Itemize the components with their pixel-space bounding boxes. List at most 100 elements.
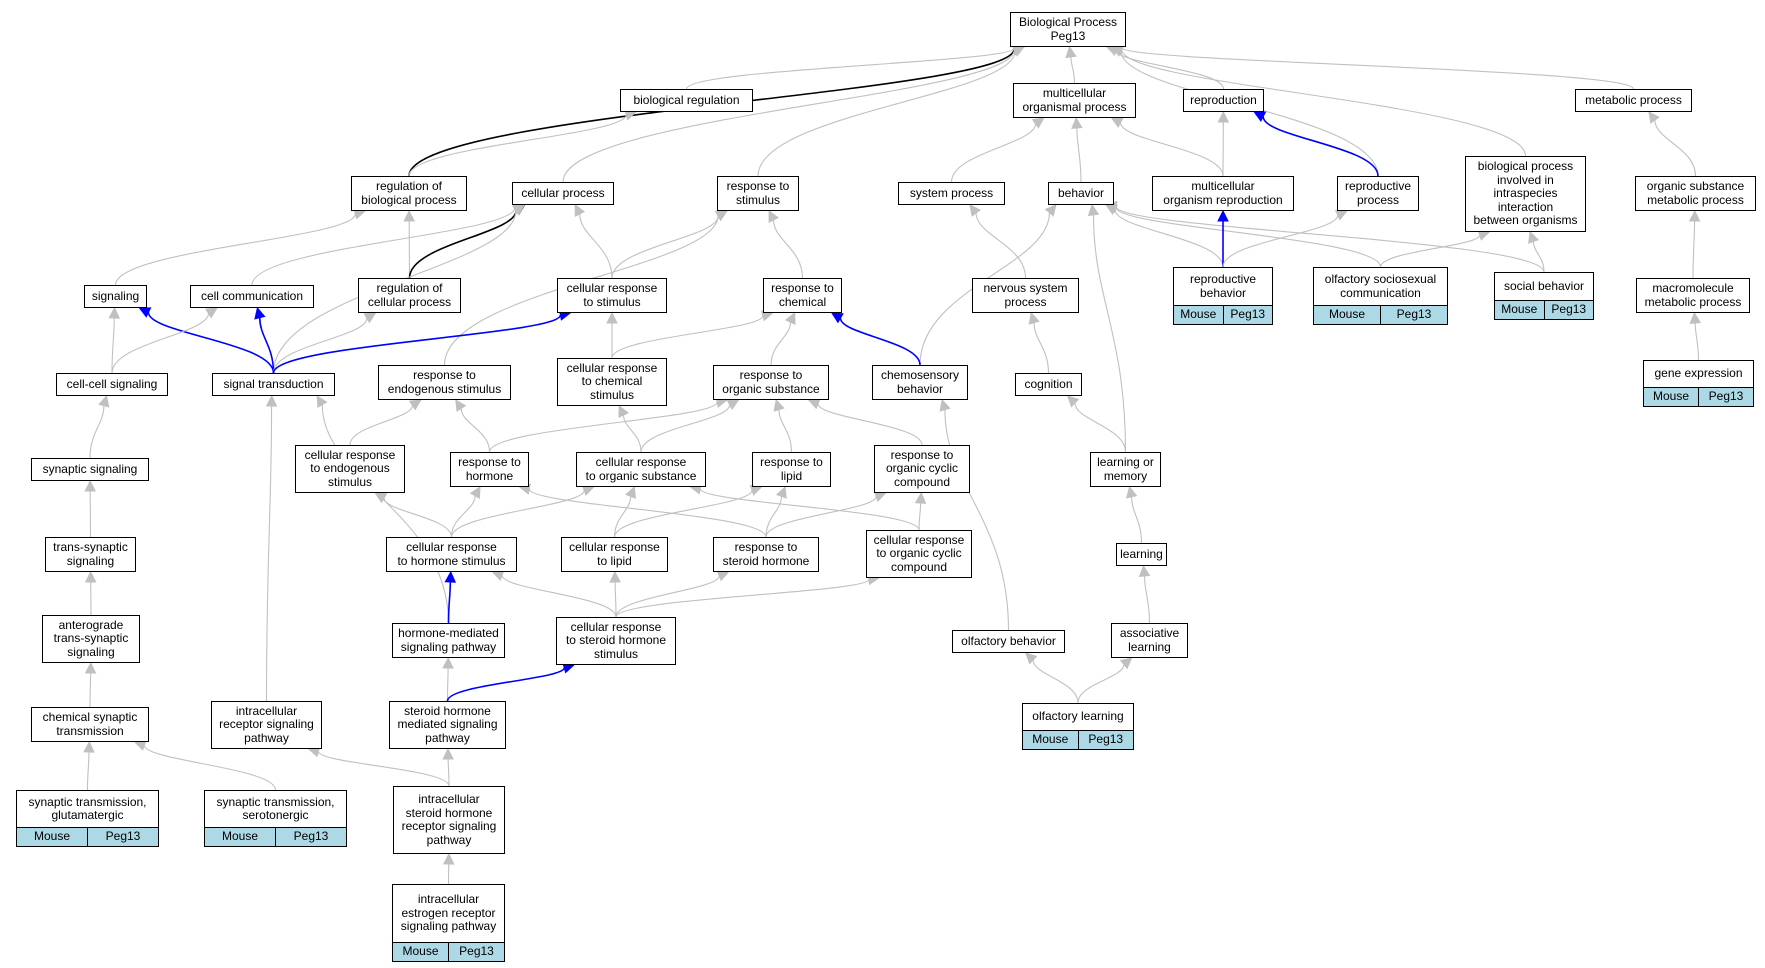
node-cellresplipid[interactable]: cellular response to lipid bbox=[561, 537, 668, 572]
edge-respstim-to-bp bbox=[757, 51, 1016, 177]
node-behavior[interactable]: behavior bbox=[1048, 182, 1114, 205]
node-cellrespchem[interactable]: cellular response to chemical stimulus bbox=[557, 358, 667, 406]
node-respstim[interactable]: response to stimulus bbox=[717, 176, 799, 211]
node-bioreg[interactable]: biological regulation bbox=[620, 89, 753, 112]
node-transsyn[interactable]: trans-synaptic signaling bbox=[45, 537, 136, 572]
edge-arrowhead bbox=[1087, 203, 1100, 217]
node-regbio[interactable]: regulation of biological process bbox=[351, 176, 467, 211]
node-label: gene expression bbox=[1654, 366, 1743, 381]
edge-respster-to-resplipid bbox=[765, 496, 783, 538]
node-chemsyn[interactable]: chemical synaptic transmission bbox=[31, 707, 149, 742]
node-label: response to organic substance bbox=[722, 368, 820, 396]
edge-arrowhead bbox=[1066, 395, 1080, 408]
edge-learnmem-to-behavior bbox=[1092, 214, 1127, 453]
edge-regbio-to-bp bbox=[408, 48, 1015, 177]
node-resporg[interactable]: response to organic substance bbox=[713, 365, 829, 400]
edge-olfsocio-to-behavior bbox=[1115, 206, 1382, 268]
node-label: cellular response to organic cyclic comp… bbox=[873, 532, 965, 574]
edge-intrasterrec-to-stermed bbox=[447, 758, 450, 787]
node-label: anterograde trans-synaptic signaling bbox=[53, 617, 129, 659]
node-cellcomm[interactable]: cell communication bbox=[190, 285, 314, 308]
node-resphorm[interactable]: response to hormone bbox=[450, 452, 529, 487]
node-label: social behavior bbox=[1503, 278, 1585, 293]
node-assoc[interactable]: associative learning bbox=[1111, 623, 1188, 658]
edge-arrowhead bbox=[1334, 210, 1348, 221]
edge-arrowhead bbox=[98, 394, 110, 408]
node-macro[interactable]: macromolecule metabolic process bbox=[1636, 278, 1750, 313]
node-intraestro[interactable]: intracellular estrogen receptor signalin… bbox=[392, 884, 505, 962]
node-label: learning bbox=[1120, 546, 1163, 561]
node-sysproc[interactable]: system process bbox=[898, 182, 1005, 205]
node-label: cellular response to stimulus bbox=[566, 281, 658, 309]
node-resporgcyc[interactable]: response to organic cyclic compound bbox=[874, 445, 970, 493]
edge-arrowhead bbox=[444, 570, 457, 583]
edge-arrowhead bbox=[625, 485, 636, 499]
edge-bpintra-to-bp bbox=[1121, 49, 1527, 157]
node-cellrespendo[interactable]: cellular response to endogenous stimulus bbox=[295, 445, 405, 493]
node-respchem[interactable]: response to chemical bbox=[763, 278, 842, 313]
node-gene-tag: Peg13 bbox=[1698, 388, 1753, 406]
node-repro[interactable]: reproduction bbox=[1183, 89, 1264, 112]
node-metab[interactable]: metabolic process bbox=[1575, 89, 1692, 112]
edge-socbeh-to-behavior bbox=[1115, 206, 1545, 273]
node-respster[interactable]: response to steroid hormone bbox=[713, 537, 819, 572]
node-cellrespster[interactable]: cellular response to steroid hormone sti… bbox=[556, 617, 676, 665]
node-regcell[interactable]: regulation of cellular process bbox=[358, 278, 461, 313]
node-learnmem[interactable]: learning or memory bbox=[1090, 452, 1161, 487]
node-mcrepro[interactable]: multicellular organism reproduction bbox=[1152, 176, 1294, 211]
node-respendo[interactable]: response to endogenous stimulus bbox=[378, 365, 511, 400]
node-orgsub[interactable]: organic substance metabolic process bbox=[1635, 176, 1756, 211]
node-bpintra[interactable]: biological process involved in intraspec… bbox=[1465, 156, 1586, 232]
node-learning[interactable]: learning bbox=[1116, 543, 1167, 566]
node-label: cellular response to hormone stimulus bbox=[397, 540, 506, 568]
edge-arrowhead bbox=[316, 395, 328, 408]
node-chemobeh[interactable]: chemosensory behavior bbox=[872, 365, 968, 400]
node-intrasterrec[interactable]: intracellular steroid hormone receptor s… bbox=[393, 786, 505, 854]
node-label: chemical synaptic transmission bbox=[42, 710, 138, 738]
node-stermed[interactable]: steroid hormone mediated signaling pathw… bbox=[389, 701, 506, 749]
node-cellcell[interactable]: cell-cell signaling bbox=[56, 373, 168, 396]
node-synsig[interactable]: synaptic signaling bbox=[31, 458, 149, 481]
node-label: intracellular receptor signaling pathway bbox=[219, 703, 314, 745]
node-cognition[interactable]: cognition bbox=[1015, 373, 1082, 396]
node-cellresporg[interactable]: cellular response to organic substance bbox=[576, 452, 706, 487]
edge-arrowhead bbox=[773, 398, 785, 412]
edge-arrowhead bbox=[84, 570, 97, 583]
node-label: macromolecule metabolic process bbox=[1644, 281, 1742, 309]
node-signaling[interactable]: signaling bbox=[84, 285, 147, 308]
node-cellproc[interactable]: cellular process bbox=[512, 182, 614, 205]
node-resplipid[interactable]: response to lipid bbox=[752, 452, 831, 487]
edge-intrasterrec-to-intrarec bbox=[317, 751, 450, 787]
node-multicell[interactable]: multicellular organismal process bbox=[1013, 83, 1136, 118]
node-intrarec[interactable]: intracellular receptor signaling pathway bbox=[211, 701, 322, 749]
node-label: cellular response to chemical stimulus bbox=[566, 360, 658, 402]
node-label: cellular response to organic substance bbox=[585, 455, 697, 483]
node-olfbeh[interactable]: olfactory behavior bbox=[952, 630, 1065, 653]
edge-cellresplipid-to-cellresporg bbox=[613, 496, 632, 538]
edge-cellrespster-to-cellresplipid bbox=[614, 581, 617, 618]
edge-cellresporg-to-cellrespchem bbox=[622, 414, 642, 453]
node-cellrespstim[interactable]: cellular response to stimulus bbox=[557, 278, 667, 313]
node-hormmed[interactable]: hormone-mediated signaling pathway bbox=[392, 623, 505, 658]
node-cellresporgcyc[interactable]: cellular response to organic cyclic comp… bbox=[866, 530, 972, 578]
node-antero[interactable]: anterograde trans-synaptic signaling bbox=[42, 615, 140, 663]
node-gene-tag: Peg13 bbox=[1222, 306, 1273, 324]
node-nervsys[interactable]: nervous system process bbox=[972, 278, 1079, 313]
node-cellresphorm[interactable]: cellular response to hormone stimulus bbox=[386, 537, 517, 572]
node-reproproc[interactable]: reproductive process bbox=[1337, 176, 1419, 211]
edge-reprobeh-to-behavior bbox=[1114, 209, 1224, 268]
node-label: regulation of cellular process bbox=[367, 281, 452, 309]
node-sigtrans[interactable]: signal transduction bbox=[212, 373, 335, 396]
edge-arrowhead bbox=[408, 399, 422, 411]
node-bp[interactable]: Biological Process Peg13 bbox=[1010, 12, 1126, 47]
edge-arrowhead bbox=[1065, 45, 1077, 59]
edge-arrowhead bbox=[442, 852, 455, 865]
